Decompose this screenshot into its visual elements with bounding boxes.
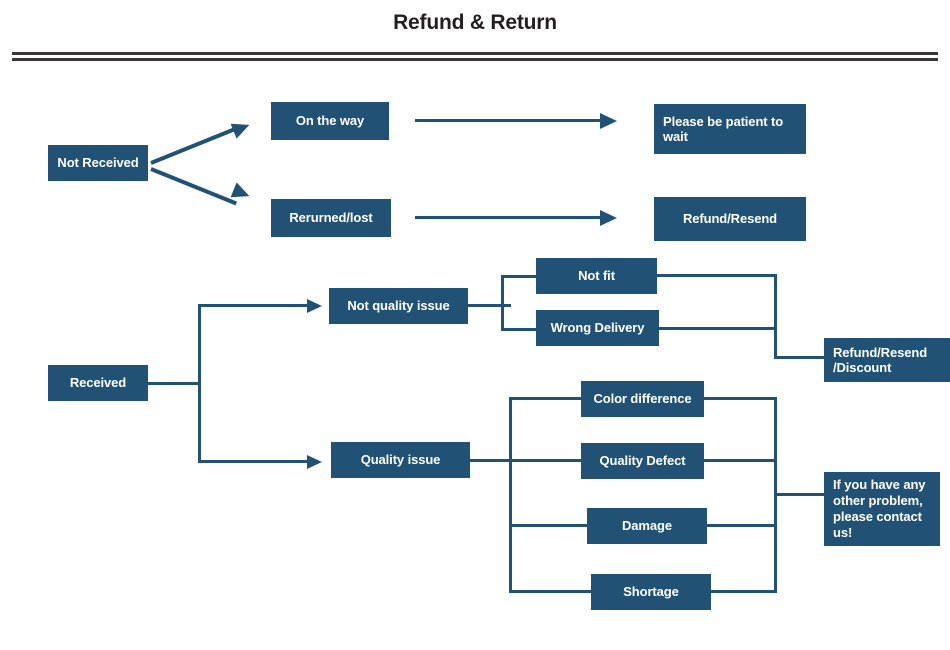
page-title: Refund & Return xyxy=(393,11,557,34)
node-quality-defect[interactable]: Quality Defect xyxy=(581,443,704,479)
node-please-be-patient-to-wait[interactable]: Please be patient to wait xyxy=(654,104,806,154)
node-returned-lost[interactable]: Rerurned/lost xyxy=(271,199,391,237)
node-color-difference[interactable]: Color difference xyxy=(581,381,704,417)
connector-shortage-out xyxy=(711,590,777,593)
node-not-received[interactable]: Not Received xyxy=(48,145,148,181)
connector-damage-out xyxy=(707,524,777,527)
connector-not-received-to-on-the-way xyxy=(150,127,236,165)
node-not-fit[interactable]: Not fit xyxy=(536,258,657,294)
title-divider-bottom xyxy=(12,58,938,61)
connector-bracket-to-quality-defect xyxy=(509,459,583,462)
connector-bracket-to-color-difference xyxy=(509,397,583,400)
connector-on-the-way-to-please-wait xyxy=(415,119,602,122)
node-contact-us[interactable]: If you have any other problem, please co… xyxy=(824,472,940,546)
connector-received-to-quality-issue xyxy=(198,460,309,463)
connector-not-quality-bracket-vertical xyxy=(501,275,504,331)
connector-quality-defect-out xyxy=(704,459,777,462)
connector-bracket-to-not-fit xyxy=(501,275,538,278)
arrowhead-refund-resend xyxy=(600,210,617,226)
connector-quality-bracket-vertical xyxy=(509,397,512,593)
arrowhead-please-wait xyxy=(600,113,617,129)
connector-received-to-not-quality-issue xyxy=(198,304,309,307)
node-on-the-way[interactable]: On the way xyxy=(271,102,389,140)
arrowhead-quality-issue xyxy=(307,455,322,469)
connector-quality-issue-stem xyxy=(470,459,519,462)
arrowhead-not-quality-issue xyxy=(307,299,322,313)
connector-not-quality-issue-stem xyxy=(468,304,511,307)
connector-bracket-to-damage xyxy=(509,524,589,527)
node-not-quality-issue[interactable]: Not quality issue xyxy=(329,288,468,324)
connector-collector-to-contact-us xyxy=(774,493,826,496)
node-damage[interactable]: Damage xyxy=(587,508,707,544)
connector-received-split-vertical xyxy=(198,305,201,463)
node-quality-issue[interactable]: Quality issue xyxy=(331,442,470,478)
connector-bracket-to-wrong-delivery xyxy=(501,328,538,331)
node-refund-resend[interactable]: Refund/Resend xyxy=(654,197,806,241)
connector-collector-to-refund-discount xyxy=(774,356,826,359)
node-shortage[interactable]: Shortage xyxy=(591,574,711,610)
title-divider-top xyxy=(12,52,938,55)
connector-bracket-to-shortage xyxy=(509,590,593,593)
arrowhead-on-the-way xyxy=(230,117,253,139)
connector-not-fit-out xyxy=(657,274,777,277)
node-wrong-delivery[interactable]: Wrong Delivery xyxy=(536,310,659,346)
connector-returned-lost-to-refund-resend xyxy=(415,216,602,219)
connector-wrong-delivery-out xyxy=(659,327,777,330)
connector-received-stem xyxy=(148,382,201,385)
node-received[interactable]: Received xyxy=(48,365,148,401)
connector-upper-collector-vertical xyxy=(774,274,777,359)
connector-not-received-to-returned-lost xyxy=(150,167,238,206)
connector-color-difference-out xyxy=(704,397,777,400)
node-refund-resend-discount[interactable]: Refund/Resend /Discount xyxy=(824,338,950,382)
